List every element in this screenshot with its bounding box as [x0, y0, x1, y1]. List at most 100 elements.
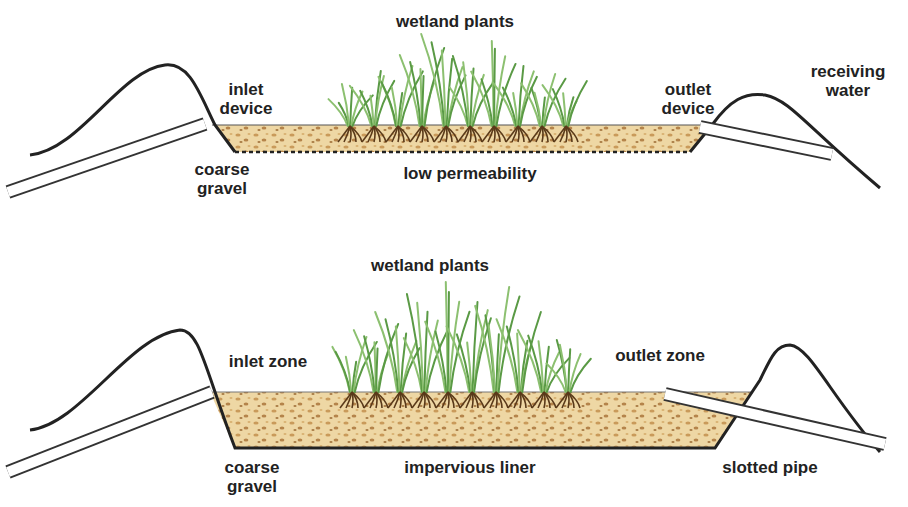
- plant-blade: [489, 325, 496, 392]
- plant-blade: [571, 359, 591, 392]
- plant-blade: [376, 348, 377, 392]
- plant-blade: [457, 334, 470, 392]
- plant-root: [518, 126, 530, 142]
- part-label: impervious liner: [370, 458, 570, 477]
- plant-root: [458, 126, 470, 142]
- plant-root: [566, 126, 578, 142]
- part-label: receiving water: [803, 62, 893, 100]
- plant-root: [470, 126, 482, 142]
- plant-blade: [467, 343, 471, 393]
- plant-blade: [481, 79, 492, 126]
- plant-root: [434, 126, 446, 142]
- plant-root: [412, 392, 424, 408]
- plant-root: [466, 392, 472, 408]
- plant-root: [542, 126, 554, 142]
- plant-blade: [517, 334, 520, 392]
- plant-blade: [342, 84, 349, 126]
- plant-blade: [557, 340, 567, 392]
- part-label: inlet device: [210, 80, 282, 118]
- plant-blade: [563, 93, 566, 126]
- plant-blade: [503, 88, 516, 126]
- plant-blade: [346, 357, 351, 392]
- gravel-bed: [215, 125, 712, 152]
- right-berm: [690, 94, 880, 188]
- plant-root: [506, 126, 518, 142]
- plant-root: [340, 392, 352, 408]
- plant-blade: [410, 62, 421, 126]
- plant-root: [530, 126, 542, 142]
- plant-blade: [427, 329, 448, 392]
- plant-blade: [396, 326, 400, 392]
- plant-blade: [485, 315, 494, 392]
- plant-root: [538, 392, 544, 408]
- plant-root: [482, 126, 494, 142]
- plant-root: [484, 392, 496, 408]
- plant-root: [490, 392, 496, 408]
- plant-root: [344, 126, 350, 142]
- plant-blade: [392, 88, 397, 126]
- plant-root: [368, 126, 374, 142]
- part-label: coarse gravel: [184, 160, 260, 198]
- low-permeability-base: [235, 151, 690, 154]
- plant-root: [418, 392, 424, 408]
- plant-blade: [332, 347, 349, 392]
- plant-root: [520, 392, 532, 408]
- plant-root: [568, 392, 580, 408]
- plant-root: [352, 392, 364, 408]
- plant-blade: [545, 79, 566, 126]
- part-label: wetland plants: [330, 256, 530, 275]
- plant-root: [494, 126, 506, 142]
- plant-root: [488, 126, 494, 142]
- plant-root: [544, 392, 556, 408]
- plant-blade: [463, 62, 469, 126]
- plant-root: [514, 392, 520, 408]
- plant-root: [346, 392, 352, 408]
- plant-root: [442, 392, 448, 408]
- water-surface: [212, 124, 714, 125]
- plant-root: [394, 392, 400, 408]
- part-label: wetland plants: [355, 12, 555, 31]
- plant-root: [338, 126, 350, 142]
- part-label: outlet device: [651, 80, 725, 118]
- plant-root: [554, 126, 566, 142]
- plant-root: [460, 392, 472, 408]
- plant-root: [440, 126, 446, 142]
- inlet-pipe-bore: [8, 392, 212, 472]
- outlet-pipe-bore: [700, 127, 832, 154]
- plant-root: [424, 392, 436, 408]
- left-berm: [30, 65, 235, 155]
- plant-blade: [568, 81, 587, 126]
- plant-root: [560, 126, 566, 142]
- plant-root: [388, 392, 400, 408]
- part-label: slotted pipe: [700, 458, 840, 477]
- plant-blade: [560, 345, 567, 392]
- plant-root: [496, 392, 508, 408]
- wetland-plants: [328, 34, 590, 408]
- plant-root: [370, 392, 376, 408]
- slotted-pipe-bore: [665, 394, 885, 444]
- plant-root: [562, 392, 568, 408]
- plant-root: [448, 392, 460, 408]
- plant-blade: [513, 93, 517, 126]
- outlet-pipe: [700, 127, 832, 154]
- plant-blade: [531, 88, 540, 126]
- plant-blade: [539, 341, 544, 392]
- slotted-pipe: [665, 394, 885, 444]
- plant-blade: [442, 51, 446, 126]
- plant-root: [386, 126, 398, 142]
- plant-blade: [535, 93, 542, 126]
- plant-root: [410, 126, 422, 142]
- plant-root: [422, 126, 434, 142]
- plant-root: [374, 126, 386, 142]
- plant-root: [364, 392, 376, 408]
- plant-root: [350, 126, 362, 142]
- plant-root: [376, 392, 388, 408]
- basin-outline: [30, 330, 880, 452]
- inlet-pipe: [8, 124, 205, 192]
- plant-blade: [422, 76, 423, 126]
- part-label: coarse gravel: [214, 458, 290, 496]
- part-label: inlet zone: [208, 352, 328, 371]
- plant-blade: [417, 303, 423, 392]
- plant-blade: [528, 336, 542, 392]
